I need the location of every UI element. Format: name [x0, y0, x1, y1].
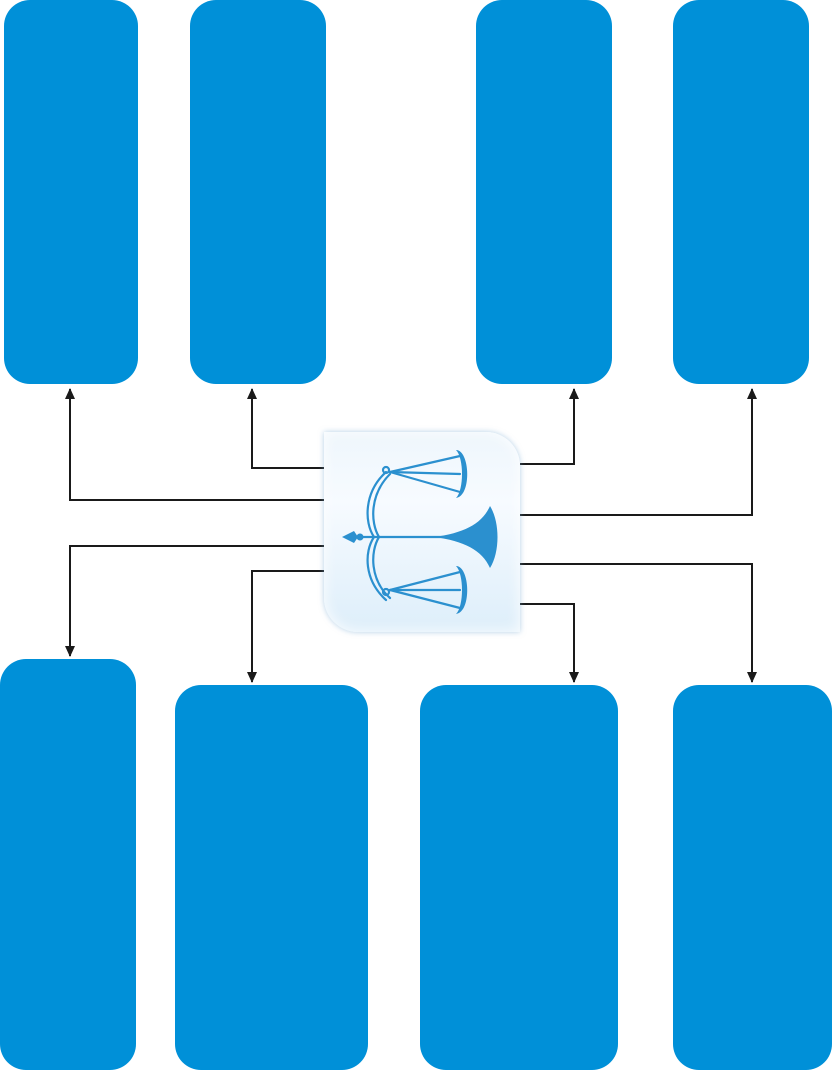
- top-box-4: [673, 0, 809, 384]
- connector-to-top-box-4: [520, 388, 757, 516]
- bottom-box-2: [175, 685, 368, 1070]
- center-hub-card: [324, 432, 520, 632]
- top-box-3: [476, 0, 612, 384]
- top-box-1: [4, 0, 138, 384]
- connector-to-bottom-box-2: [247, 570, 324, 683]
- connector-to-bottom-box-4: [520, 563, 757, 683]
- bottom-box-3: [420, 685, 618, 1070]
- connector-to-bottom-box-3: [520, 603, 579, 683]
- scales-of-justice-icon: [342, 450, 498, 614]
- bottom-box-4: [673, 685, 832, 1070]
- connector-to-top-box-1: [65, 388, 324, 501]
- connector-to-top-box-2: [247, 388, 324, 469]
- connector-to-bottom-box-1: [65, 545, 324, 657]
- connector-to-top-box-3: [520, 388, 579, 465]
- top-box-2: [190, 0, 326, 384]
- bottom-box-1: [0, 659, 136, 1070]
